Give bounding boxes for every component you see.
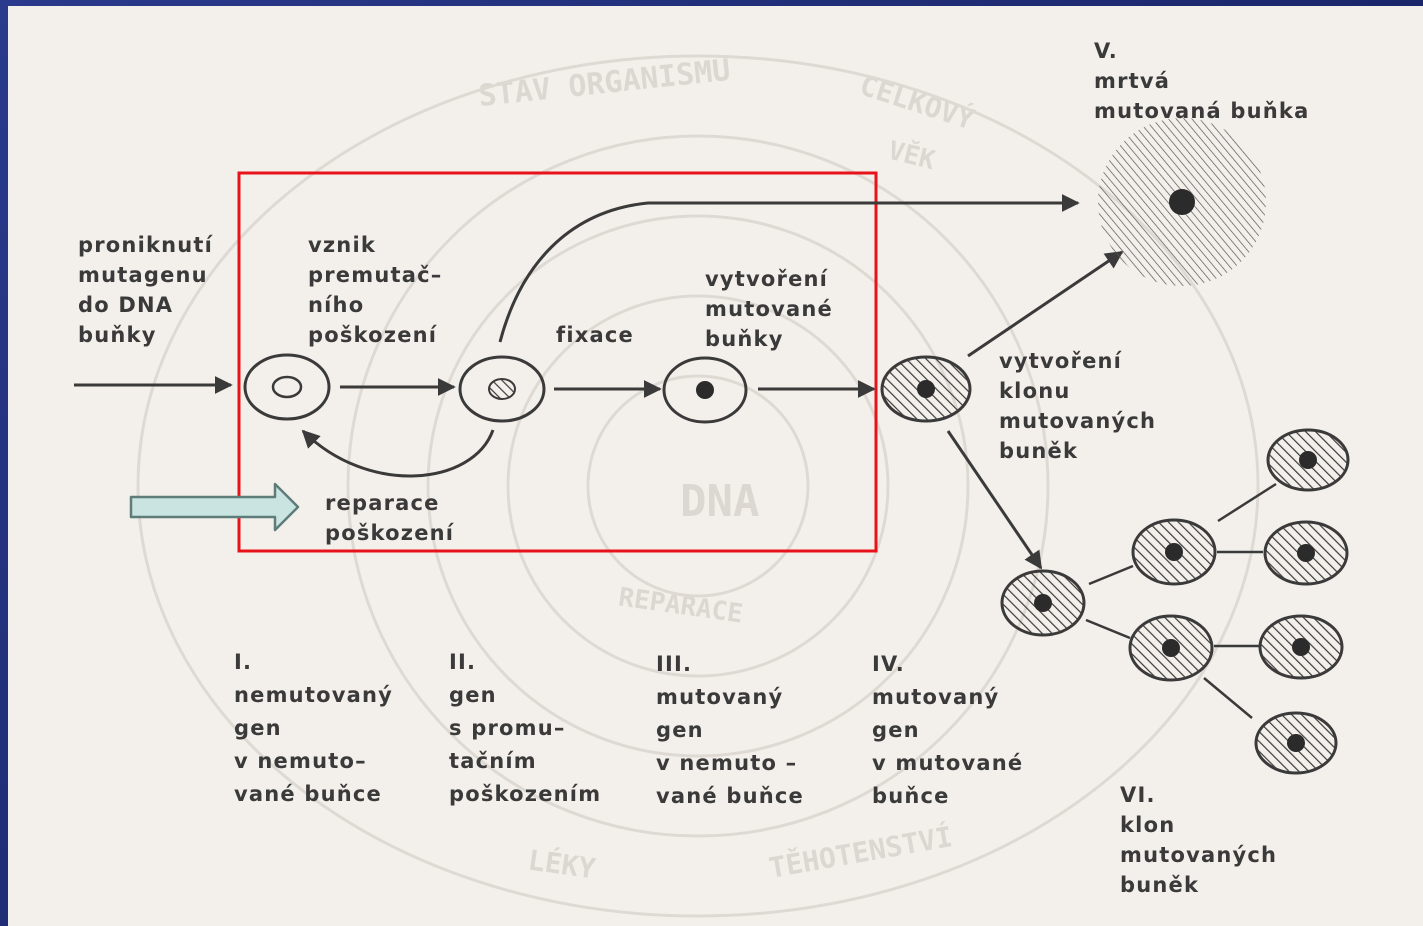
cell-mutated-icon [662,356,748,424]
caption-line: gen [449,683,497,707]
label-line: mutovaná buňka [1094,99,1310,123]
label-line: do DNA [78,293,174,317]
highlight-box [237,171,878,553]
cell-hatched-icon [1258,614,1344,680]
stage-3-caption: III. mutovaný gen v nemuto – vané buňce [656,648,804,813]
caption-line: II. [449,650,477,674]
caption-line: poškozením [449,782,602,806]
diagram-paper: DNA STAV ORGANISMU CELKOVÝ VĚK REPARACE … [8,6,1423,926]
label-clone-creation: vytvoření klonu mutovaných buněk [999,346,1156,466]
flow-arrows [74,194,1124,570]
watermark-center: DNA [680,476,760,527]
arrow-to-clone-group [946,430,1043,570]
cell-hatched-icon [1263,520,1349,586]
caption-line: s promu– [449,716,566,740]
cell-damaged-icon [458,355,546,423]
label-line: ního [308,293,365,317]
label-line: vznik [308,233,377,257]
stage-4-caption: IV. mutovaný gen v mutované buňce [872,648,1023,813]
stage-2-caption: II. gen s promu– tačním poškozením [449,646,601,811]
caption-line: III. [656,652,693,676]
cell-hatched-icon [1000,569,1086,637]
caption-line: klon [1120,813,1176,837]
label-line: buňky [78,323,157,347]
caption-line: v nemuto– [234,749,367,773]
arrow-repair [301,429,495,478]
stage-6-caption: VI. klon mutovaných buněk [1120,780,1277,900]
label-line: mutovaných [999,409,1157,433]
label-line: vytvoření [999,349,1123,373]
caption-line: mutovaný [656,685,784,709]
watermark-rings [136,54,1260,918]
cell-hatched-stage-iv [880,355,972,423]
caption-line: v mutované [872,751,1024,775]
caption-line: VI. [1120,783,1156,807]
label-penetration: proniknutí mutagenu do DNA buňky [78,230,213,350]
cell-hatched-icon [1254,711,1338,775]
caption-line: tačním [449,749,537,773]
cell-hatched-icon [1131,518,1217,586]
label-line: mutagenu [78,263,208,287]
label-line: vytvoření [705,267,829,291]
cell-normal-icon [243,353,331,421]
caption-line: buňce [872,784,950,808]
clone-connectors [1085,482,1277,719]
label-dead-cell: V. mrtvá mutovaná buňka [1094,36,1309,126]
arrow-to-dead-cell [498,194,1080,343]
label-line: premutač– [308,263,443,287]
arrow-clone-to-dead [967,250,1124,358]
label-mutated-cell-creation: vytvoření mutované buňky [705,264,833,354]
label-line: reparace [325,491,440,515]
caption-line: IV. [872,652,905,676]
label-line: V. [1094,39,1118,63]
caption-line: I. [234,650,253,674]
label-line: proniknutí [78,233,214,257]
label-line: poškození [325,521,455,545]
label-repair: reparace poškození [325,488,454,548]
caption-line: vané buňce [656,784,804,808]
caption-line: mutovaný [872,685,1000,709]
cell-hatched-icon [1128,614,1214,682]
label-line: fixace [556,323,634,347]
label-premutation: vznik premutač– ního poškození [308,230,442,350]
pointer-arrow-icon [129,482,300,532]
caption-line: v nemuto – [656,751,798,775]
caption-line: gen [656,718,704,742]
caption-line: vané buňce [234,782,382,806]
label-line: buněk [999,439,1079,463]
dead-cell-icon [1098,118,1266,286]
caption-line: mutovaných [1120,843,1278,867]
caption-line: gen [872,718,920,742]
label-fixation: fixace [556,320,634,350]
label-line: mutované [705,297,833,321]
caption-line: nemutovaný [234,683,393,707]
caption-line: buněk [1120,873,1200,897]
label-line: klonu [999,379,1071,403]
caption-line: gen [234,716,282,740]
cell-hatched-icon [1266,428,1350,492]
mutation-diagram [74,54,1350,918]
label-line: poškození [308,323,438,347]
label-line: buňky [705,327,784,351]
label-line: mrtvá [1094,69,1171,93]
stage-1-caption: I. nemutovaný gen v nemuto– vané buňce [234,646,393,811]
